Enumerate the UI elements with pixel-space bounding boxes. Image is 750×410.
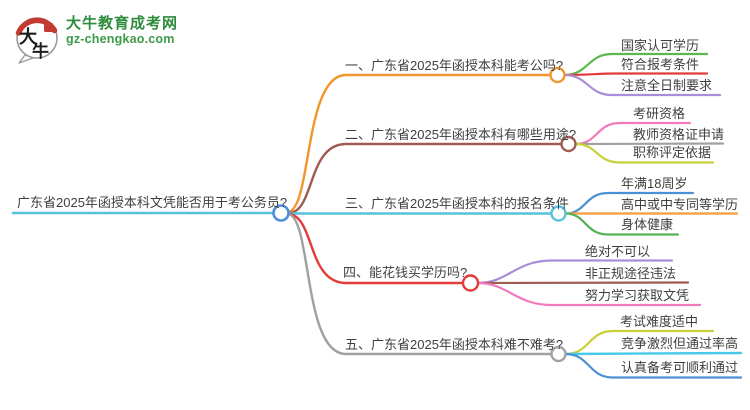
branch-4-child-3-line <box>476 281 702 307</box>
branch-1-circle <box>549 66 566 84</box>
branch-3-circle <box>550 205 567 222</box>
branch-4-child-1-label: 绝对不可以 <box>585 244 651 259</box>
branch-4-child-2-line <box>476 281 690 285</box>
branch-1-line <box>287 73 552 214</box>
branch-5-child-2-label: 竞争激烈但通过率高 <box>621 336 739 351</box>
branch-1-child-3-label: 注意全日制要求 <box>621 78 713 93</box>
branch-4-label: 四、能花钱买学历吗? <box>343 265 468 280</box>
branch-1-child-1-label: 国家认可学历 <box>621 38 700 53</box>
branch-5-child-2-line <box>564 351 743 356</box>
branch-5-child-1-label: 考试难度适中 <box>620 314 699 329</box>
branch-2-child-3-label: 职称评定依据 <box>633 145 712 160</box>
branch-1-child-2-label: 符合报考条件 <box>621 57 700 72</box>
branch-5-line <box>287 212 553 356</box>
logo-title: 大牛教育成考网 <box>66 15 179 32</box>
branch-4-circle <box>461 274 480 292</box>
branch-3-child-1-label: 年满18周岁 <box>621 176 688 191</box>
branch-1-child-3-line <box>563 73 722 97</box>
logo-char-1: 大 <box>19 26 37 48</box>
site-logo: 大 牛 大牛教育成考网 gz-chengkao.com <box>12 11 178 65</box>
branch-4-line <box>287 212 465 285</box>
branch-2-child-3-line <box>574 142 715 164</box>
branch-2-child-2-line <box>574 142 725 146</box>
branch-3-child-2-label: 高中或中专同等学历 <box>621 197 739 212</box>
branch-2-label: 二、广东省2025年函授本科有哪些用途? <box>345 127 577 142</box>
branch-5-child-3-label: 认真备考可顺利通过 <box>621 360 739 375</box>
branch-3-label: 三、广东省2025年函授本科的报名条件 <box>345 196 569 211</box>
root-node-label: 广东省2025年函授本科文凭能否用于考公务员? <box>17 195 288 210</box>
branch-4-child-2-label: 非正规途径违法 <box>585 266 677 281</box>
branch-5-circle <box>550 345 567 363</box>
logo-char-2: 牛 <box>32 41 49 62</box>
branch-3-child-3-line <box>564 212 680 236</box>
branch-1-label: 一、广东省2025年函授本科能考公吗? <box>345 58 564 73</box>
branch-2-child-2-label: 教师资格证申请 <box>633 127 725 142</box>
logo-seal <box>44 23 53 32</box>
branch-2-circle <box>560 135 577 153</box>
branch-2-line <box>287 142 563 215</box>
bull-logo-icon: 大 牛 <box>15 17 58 64</box>
branch-2-child-1-label: 考研资格 <box>633 106 686 121</box>
root-circle <box>272 204 290 222</box>
branch-3-child-3-label: 身体健康 <box>621 217 674 232</box>
branch-4-child-3-label: 努力学习获取文凭 <box>585 288 690 303</box>
branch-1-child-2-line <box>563 72 709 77</box>
branch-5-label: 五、广东省2025年函授本科难不难考? <box>345 337 564 352</box>
branch-5-child-3-line <box>564 352 743 379</box>
logo-subtitle: gz-chengkao.com <box>66 32 175 46</box>
